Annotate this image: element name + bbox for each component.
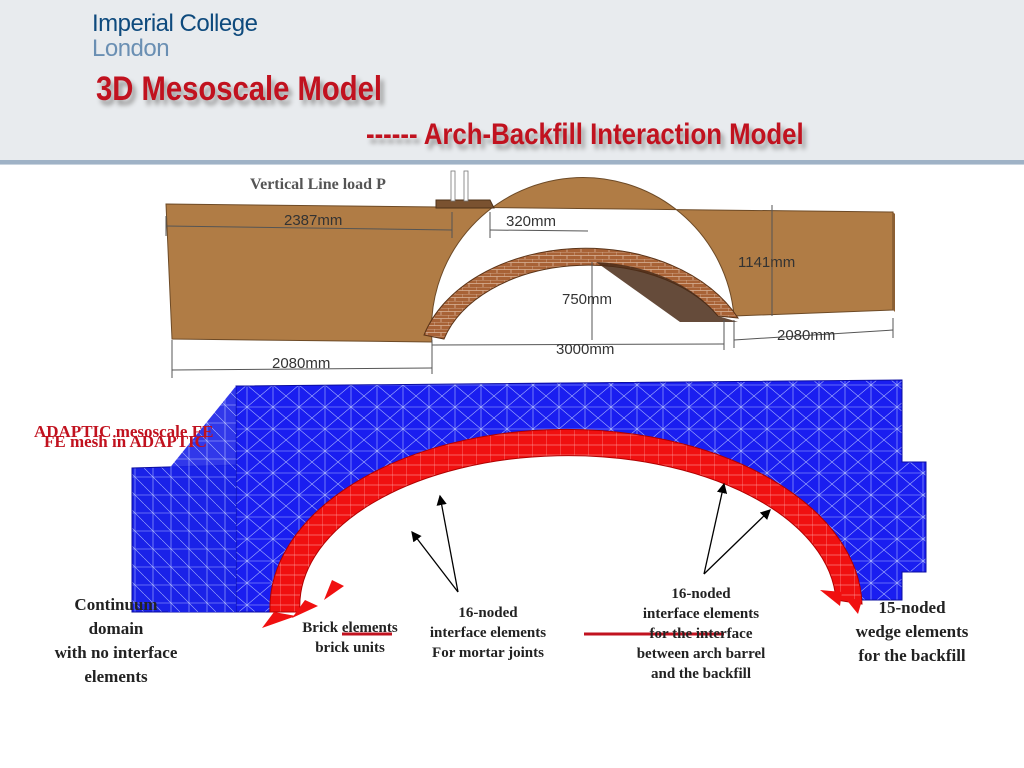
red-arch-elements (262, 428, 863, 628)
slide-subtitle: ------ Arch-Backfill Interaction Model (366, 118, 804, 151)
red-caption-1: ADAPTIC mesoscale FE (34, 422, 214, 441)
logo-text-line1: Imperial College (92, 10, 258, 37)
dim-left-bottom: 2080mm (272, 355, 330, 372)
brick-arch-barrel (423, 247, 739, 340)
red-caption-2: FE mesh in ADAPTIC (44, 432, 207, 451)
slide-header (0, 0, 1024, 164)
dimension-lines (165, 205, 894, 378)
backfill-model-3d (165, 176, 895, 343)
mortar-interface-label: 16-noded interface elements For mortar j… (429, 605, 547, 661)
legend-lines (342, 622, 724, 636)
slide-title: 3D Mesoscale Model (96, 70, 383, 108)
wedge-elements-label: 15-noded wedge elements for the backfill (855, 598, 969, 665)
dim-right: 2080mm (777, 327, 835, 344)
brick-elements-label: Brick elements brick units (302, 620, 398, 656)
annotation-arrows (411, 482, 771, 593)
dim-rise: 750mm (562, 291, 612, 308)
dim-span: 3000mm (556, 341, 614, 358)
dim-load-width: 320mm (506, 213, 556, 230)
dim-left-top: 2387mm (284, 212, 342, 229)
continuum-label: Continuum domain with no interface eleme… (54, 595, 178, 686)
dim-height: 1141mm (738, 254, 795, 271)
arch-backfill-interface-label: 16-noded interface elements for the inte… (636, 586, 766, 682)
load-label: Vertical Line load P (250, 176, 386, 193)
load-plate (435, 170, 495, 209)
logo-text-line2: London (92, 35, 170, 62)
fe-mesh-model (131, 379, 927, 613)
